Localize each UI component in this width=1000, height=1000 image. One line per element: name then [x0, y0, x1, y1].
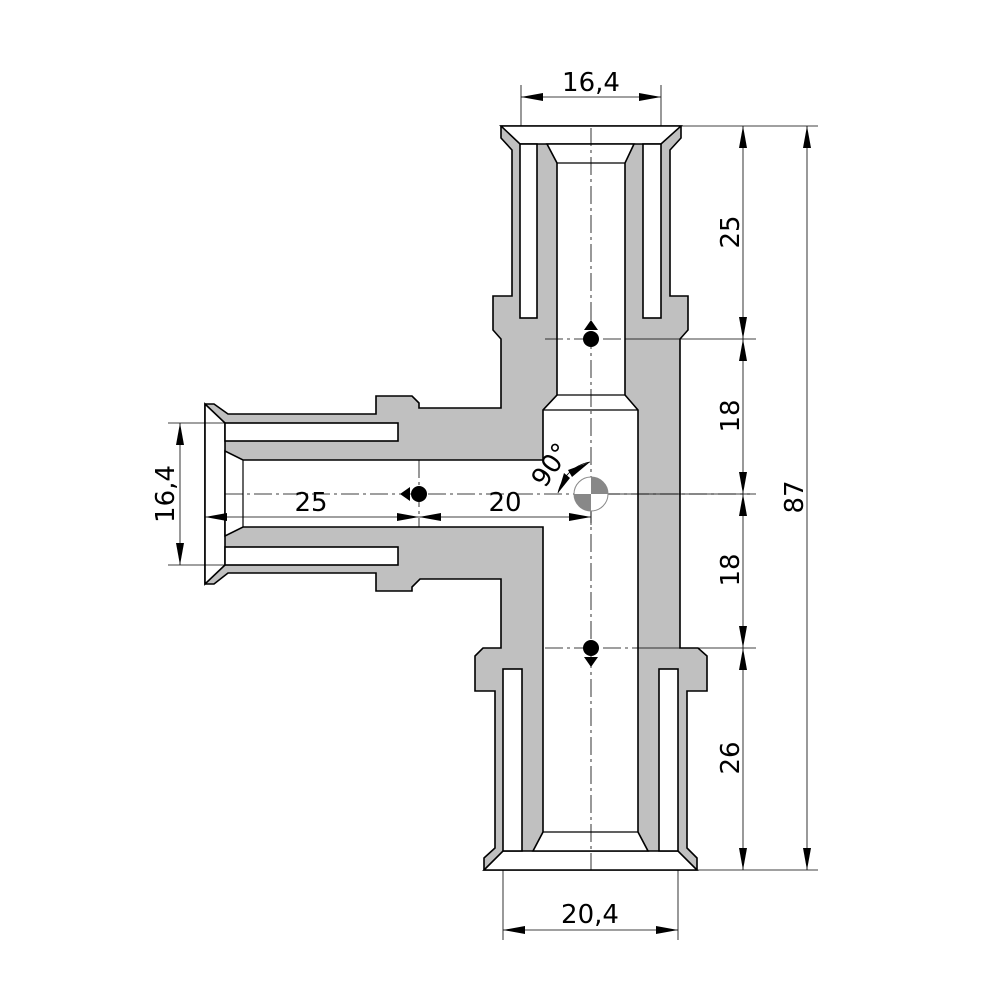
dim-top-socket: 25: [716, 215, 746, 248]
branch-lower-gap: [224, 546, 399, 566]
arrowheads: [176, 93, 811, 934]
bottom-left-gap: [502, 668, 523, 852]
top-left-gap: [519, 143, 538, 319]
dim-lower-center: 18: [716, 553, 746, 586]
branch-upper-gap: [224, 422, 399, 442]
dim-branch-socket: 25: [294, 488, 327, 518]
dim-upper-center: 18: [716, 399, 746, 432]
dim-top-width: 16,4: [562, 68, 620, 98]
top-right-gap: [642, 143, 662, 319]
dim-branch-center: 20: [488, 488, 521, 518]
dim-overall: 87: [780, 480, 810, 513]
bottom-right-gap: [658, 668, 679, 852]
center-markers: [400, 320, 599, 667]
dim-bottom-socket: 26: [716, 741, 746, 774]
dim-left-height: 16,4: [151, 465, 181, 523]
bottom-rim: [482, 850, 699, 871]
center-of-gravity-symbol: [573, 476, 609, 512]
left-rim: [204, 402, 226, 586]
extension-lines: [168, 85, 818, 940]
dim-bottom-width: 20,4: [561, 900, 619, 930]
